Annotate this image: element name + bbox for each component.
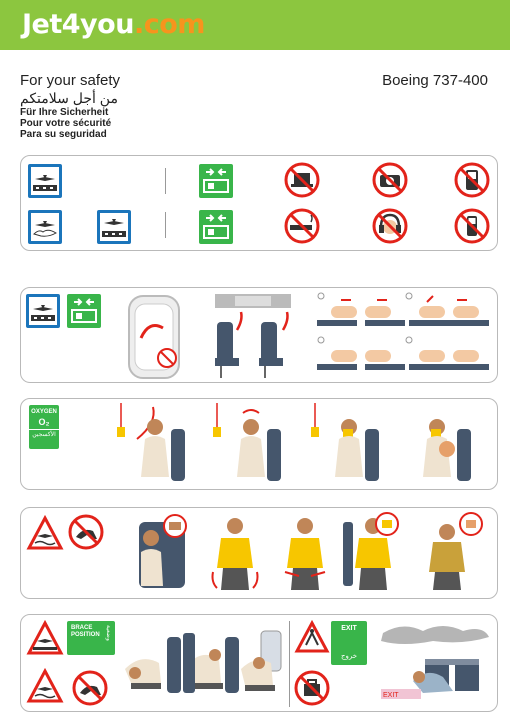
landing-icon (97, 210, 131, 244)
oxygen-label-arabic: الأكسجين (29, 429, 59, 438)
floor-exit-marking: EXIT (383, 692, 399, 699)
electronics-off-icon (199, 210, 233, 244)
no-headphones-icon (371, 207, 409, 245)
no-laptop-icon (283, 161, 321, 199)
brace-label-line2: POSITION (71, 632, 100, 638)
exit-label-arabic: خروج (340, 653, 358, 660)
window-shade-illustration (123, 290, 185, 380)
title-french: Pour votre sécurité (20, 118, 112, 129)
title-german: Für Ihre Sicherheit (20, 107, 109, 118)
seat-upright-illustration (207, 292, 297, 380)
in-flight-icon (28, 210, 62, 244)
no-mobile-phone-icon (453, 207, 491, 245)
takeoff-icon (28, 164, 62, 198)
divider (165, 212, 166, 238)
title-spanish: Para su seguridad (20, 129, 107, 140)
exit-sign: EXIT خروج (331, 621, 367, 665)
title-english: For your safety (20, 72, 121, 89)
no-game-device-icon (453, 161, 491, 199)
takeoff-icon (26, 294, 60, 328)
no-smoking-icon (283, 207, 321, 245)
no-high-heels-icon (71, 669, 109, 707)
life-vest-steps-illustration (131, 512, 493, 596)
oxygen-formula: O₂ (38, 417, 50, 427)
electronics-off-icon (67, 294, 101, 328)
fasten-seatbelt-illustration (317, 292, 493, 378)
no-high-heels-icon (67, 513, 105, 551)
divider (289, 621, 290, 707)
aircraft-model: Boeing 737-400 (382, 72, 488, 89)
seat-belt-panel (20, 287, 498, 383)
no-baggage-icon (293, 669, 331, 707)
smoke-evacuation-illustration: EXIT (373, 619, 493, 709)
oxygen-label: OXYGEN (31, 409, 57, 415)
brace-label-arabic: وضعية (105, 625, 111, 641)
evacuation-warning-icon (294, 619, 330, 653)
ditching-warning-icon (26, 619, 64, 655)
ditching-warning-icon (26, 514, 64, 550)
brace-position-illustration (121, 623, 287, 709)
title-arabic: من أجل سلامتكم (20, 90, 118, 106)
brand-header-bar: Jet4you.com (0, 0, 510, 50)
brand-logo: Jet4you.com (22, 9, 205, 40)
exit-label: EXIT (341, 625, 357, 632)
oxygen-mask-step-illustration (117, 403, 497, 489)
oxygen-sign: OXYGEN O₂ الأكسجين (29, 405, 59, 449)
brace-label-line1: BRACE (71, 625, 93, 631)
life-vest-panel (20, 507, 498, 599)
oxygen-mask-panel: OXYGEN O₂ الأكسجين (20, 398, 498, 490)
electronics-off-icon (199, 164, 233, 198)
no-camera-icon (371, 161, 409, 199)
safety-title-block: For your safety من أجل سلامتكم Für Ihre … (20, 72, 220, 140)
ditching-warning-icon (26, 667, 64, 703)
device-restrictions-panel (20, 155, 498, 251)
divider (165, 168, 166, 194)
